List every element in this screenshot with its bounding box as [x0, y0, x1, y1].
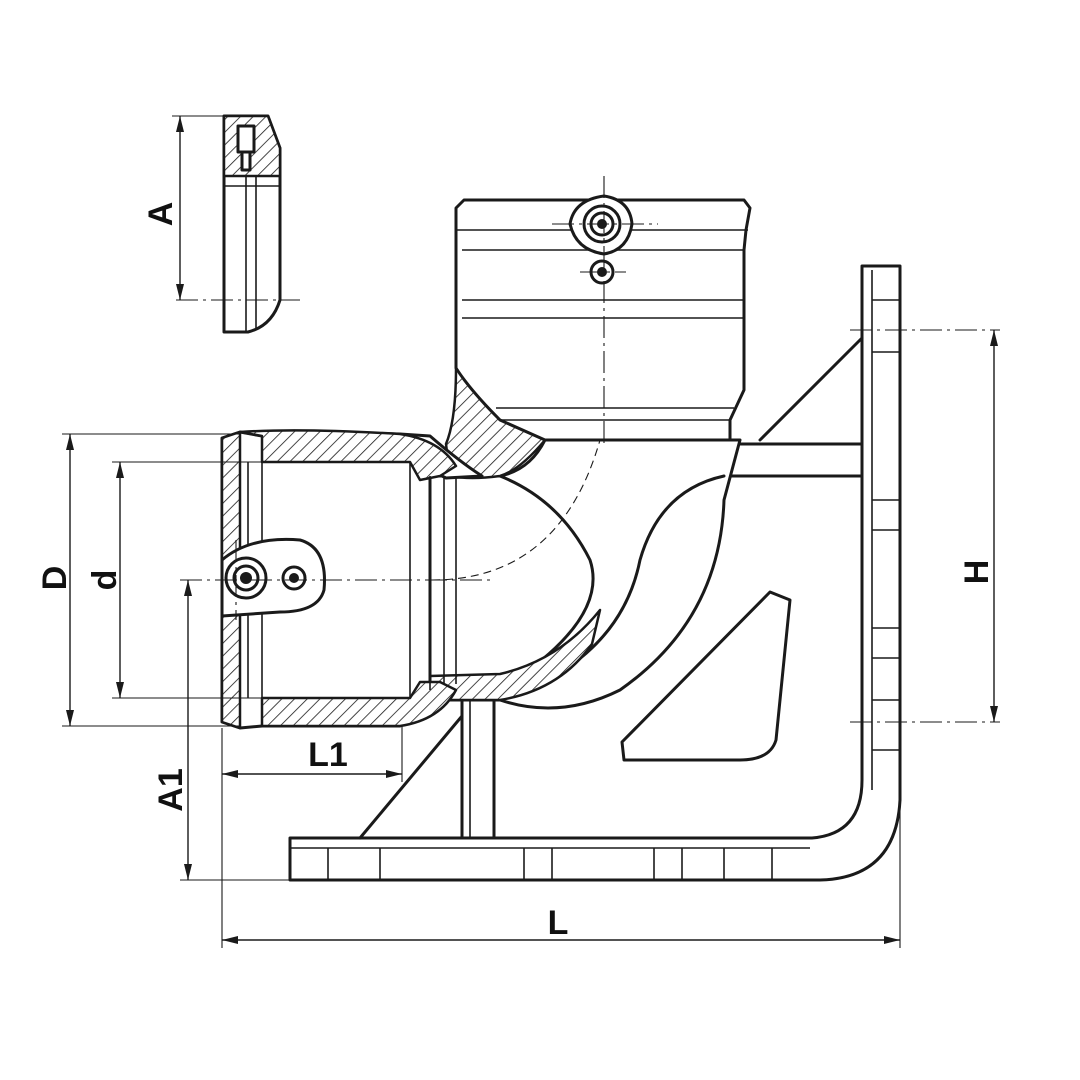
- dimension-label-d-outer: D: [36, 566, 74, 591]
- detail-side-view: [222, 114, 282, 334]
- dimension-label-h: H: [958, 560, 996, 585]
- dimension-label-l1: L1: [308, 736, 348, 774]
- dimension-label-a: A: [142, 202, 180, 227]
- dimension-label-d-inner: d: [86, 570, 124, 591]
- dimension-lines: [62, 115, 998, 948]
- dimension-label-l: L: [548, 904, 569, 942]
- center-lines: [176, 176, 1000, 723]
- elbow-body: [406, 366, 792, 762]
- dimension-label-a1: A1: [152, 768, 190, 811]
- top-socket: [454, 194, 752, 442]
- left-socket: [220, 429, 484, 730]
